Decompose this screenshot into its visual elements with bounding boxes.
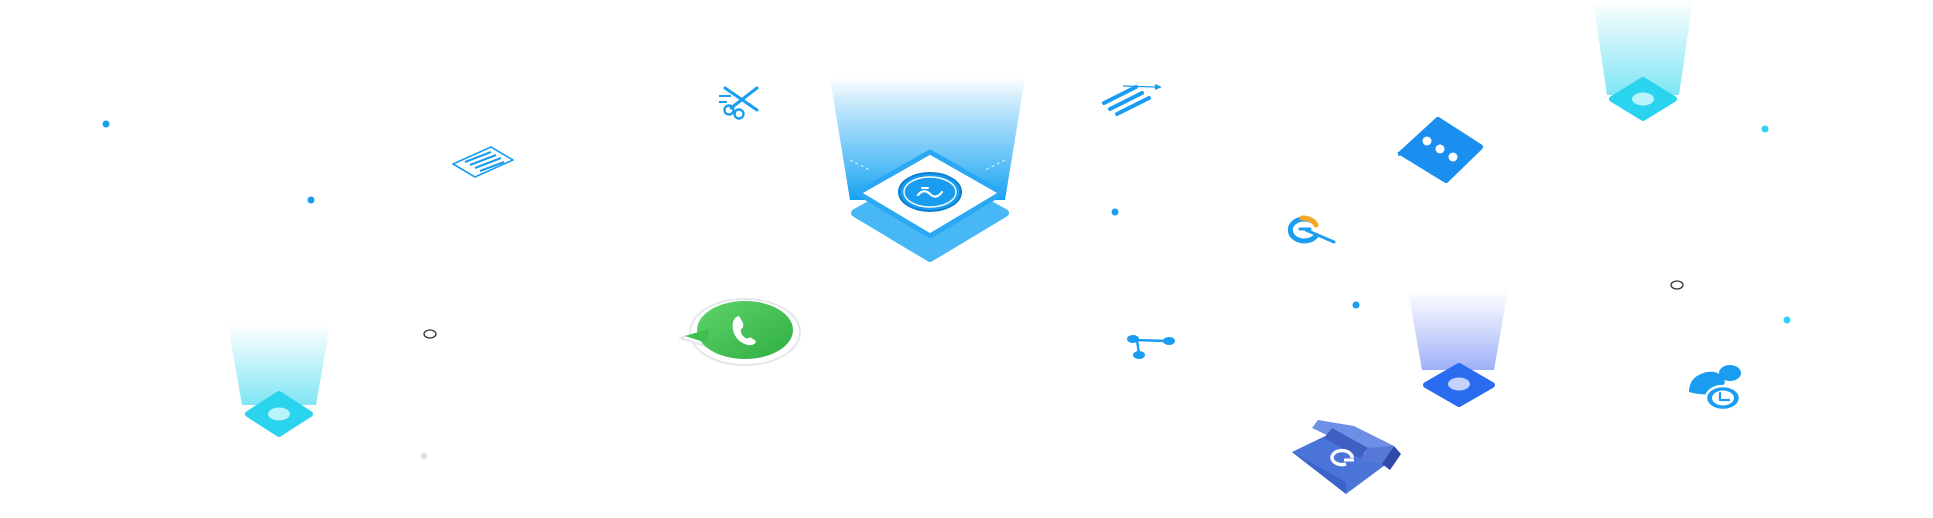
decorative-dots: [102, 120, 1791, 459]
spotlight-left: [228, 325, 330, 437]
dot: [1761, 125, 1769, 133]
speed-lines-icon: [1102, 84, 1162, 116]
dot: [1670, 280, 1684, 290]
spotlight-top-right: [1593, 0, 1693, 121]
central-beam: [830, 78, 1025, 200]
brand-logo-icon: [898, 172, 962, 212]
dot: [423, 329, 437, 339]
dot: [1111, 208, 1119, 216]
dot: [102, 120, 110, 128]
spotlight-middle-right: [1408, 290, 1508, 407]
google-my-business-icon: [1292, 420, 1401, 494]
dot: [1352, 301, 1360, 309]
user-clock-icon: [1689, 365, 1742, 412]
dots-tile-icon: [1397, 117, 1483, 183]
connection-nodes-icon: [1127, 335, 1175, 359]
document-lines-icon: [452, 146, 514, 178]
dot: [307, 196, 315, 204]
whatsapp-phone-icon: [679, 298, 801, 366]
refresh-clock-icon: [1287, 215, 1336, 244]
scissors-icon: [719, 86, 759, 120]
central-hub: [830, 78, 1025, 262]
dot: [421, 453, 427, 459]
dot: [1783, 316, 1791, 324]
